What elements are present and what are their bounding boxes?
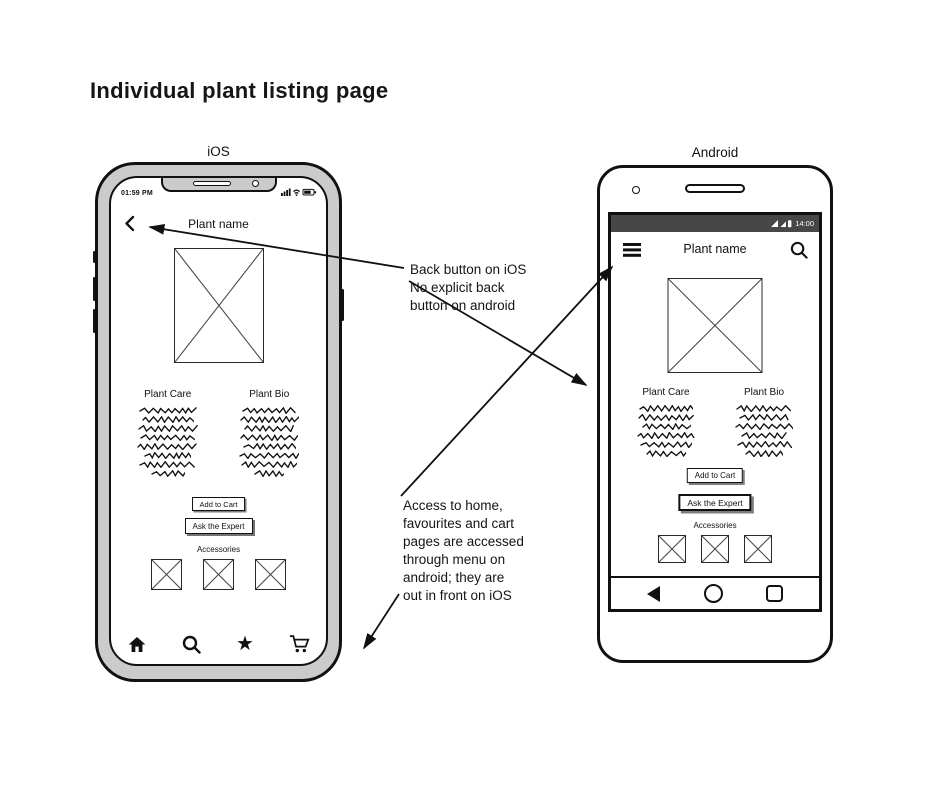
android-plant-care-column: Plant Care xyxy=(617,387,715,459)
front-camera xyxy=(251,180,259,187)
plant-care-heading: Plant Care xyxy=(642,387,690,398)
ios-plant-bio-text-scribble xyxy=(237,407,301,477)
android-status-time: 14:00 xyxy=(795,219,814,228)
ios-power-button xyxy=(341,289,344,321)
plant-bio-heading: Plant Bio xyxy=(743,387,785,398)
plant-bio-heading: Plant Bio xyxy=(249,389,290,400)
android-plant-bio-text-scribble xyxy=(732,405,796,457)
back-button[interactable] xyxy=(124,215,135,237)
ios-mute-switch xyxy=(93,251,96,263)
accessory-thumbnail[interactable] xyxy=(203,559,234,590)
add-to-cart-button[interactable]: Add to Cart xyxy=(191,497,246,511)
annotation-back-note: Back button on iOS No explicit back butt… xyxy=(410,262,527,313)
plant-image-placeholder xyxy=(667,278,763,373)
speaker-grill xyxy=(192,181,231,186)
ios-plant-bio-column: Plant Bio xyxy=(219,389,321,479)
ios-notch xyxy=(160,178,277,192)
android-nav-bar xyxy=(611,576,819,609)
add-to-cart-button[interactable]: Add to Cart xyxy=(686,468,744,483)
cart-icon[interactable] xyxy=(289,634,310,654)
accessory-thumbnail[interactable] xyxy=(744,535,772,563)
home-icon[interactable] xyxy=(127,635,147,654)
plant-care-heading: Plant Care xyxy=(144,389,192,400)
ios-volume-up-button xyxy=(93,277,96,301)
accessory-thumbnail[interactable] xyxy=(255,559,286,590)
front-camera xyxy=(632,186,640,194)
ios-status-icons xyxy=(281,184,317,202)
android-status-bar: 14:00 xyxy=(611,215,819,232)
ask-the-expert-button[interactable]: Ask the Expert xyxy=(678,494,752,511)
speaker-grill xyxy=(685,184,745,193)
search-icon[interactable] xyxy=(790,241,808,264)
menu-icon[interactable] xyxy=(109,219,111,231)
accessory-thumbnail[interactable] xyxy=(701,535,729,563)
accessory-thumbnail[interactable] xyxy=(151,559,182,590)
android-recents-icon[interactable] xyxy=(766,585,783,602)
menu-icon[interactable] xyxy=(623,243,641,257)
annotation-menu-note: Access to home, favourites and cart page… xyxy=(403,498,524,603)
ios-phone-frame: 01:59 PM xyxy=(93,162,344,682)
android-phone-frame: 14:00 Plant name Plant Care Plant Bio xyxy=(597,165,833,663)
android-content-columns: Plant Care Plant Bio xyxy=(617,387,813,459)
ios-content-columns: Plant Care Plant Bio xyxy=(117,389,320,479)
accessory-thumbnail[interactable] xyxy=(658,535,686,563)
android-screen-title: Plant name xyxy=(683,242,747,256)
ios-app-header: Plant name xyxy=(111,214,326,236)
ios-screen-title: Plant name xyxy=(188,217,249,231)
ios-status-time: 01:59 PM xyxy=(121,189,153,197)
android-screen: 14:00 Plant name Plant Care Plant Bio xyxy=(608,212,822,612)
android-status-icons xyxy=(770,215,792,233)
android-app-bar: Plant name xyxy=(611,232,819,268)
search-icon[interactable] xyxy=(182,635,201,654)
android-home-icon[interactable] xyxy=(703,584,723,603)
accessories-heading: Accessories xyxy=(693,521,737,530)
page-title: Individual plant listing page xyxy=(90,78,389,103)
ios-plant-care-text-scribble xyxy=(136,407,200,477)
ios-screen: 01:59 PM xyxy=(109,176,328,666)
ask-the-expert-button[interactable]: Ask the Expert xyxy=(184,518,253,534)
android-device-label: Android xyxy=(691,145,739,160)
android-plant-bio-column: Plant Bio xyxy=(715,387,813,459)
ios-status-bar: 01:59 PM xyxy=(121,184,317,202)
android-plant-care-text-scribble xyxy=(634,405,698,457)
ios-bottom-nav: ★ xyxy=(127,631,310,657)
plant-image-placeholder xyxy=(173,248,264,363)
ios-plant-care-column: Plant Care xyxy=(117,389,219,479)
android-accessories-row xyxy=(611,535,819,563)
ios-device-label: iOS xyxy=(207,144,230,159)
accessories-heading: Accessories xyxy=(196,545,241,554)
arrow-to-ios-bottom-nav xyxy=(363,593,400,650)
ios-volume-down-button xyxy=(93,309,96,333)
favourites-icon[interactable]: ★ xyxy=(236,633,254,655)
ios-accessories-row xyxy=(111,559,326,590)
android-back-icon[interactable] xyxy=(647,585,660,602)
